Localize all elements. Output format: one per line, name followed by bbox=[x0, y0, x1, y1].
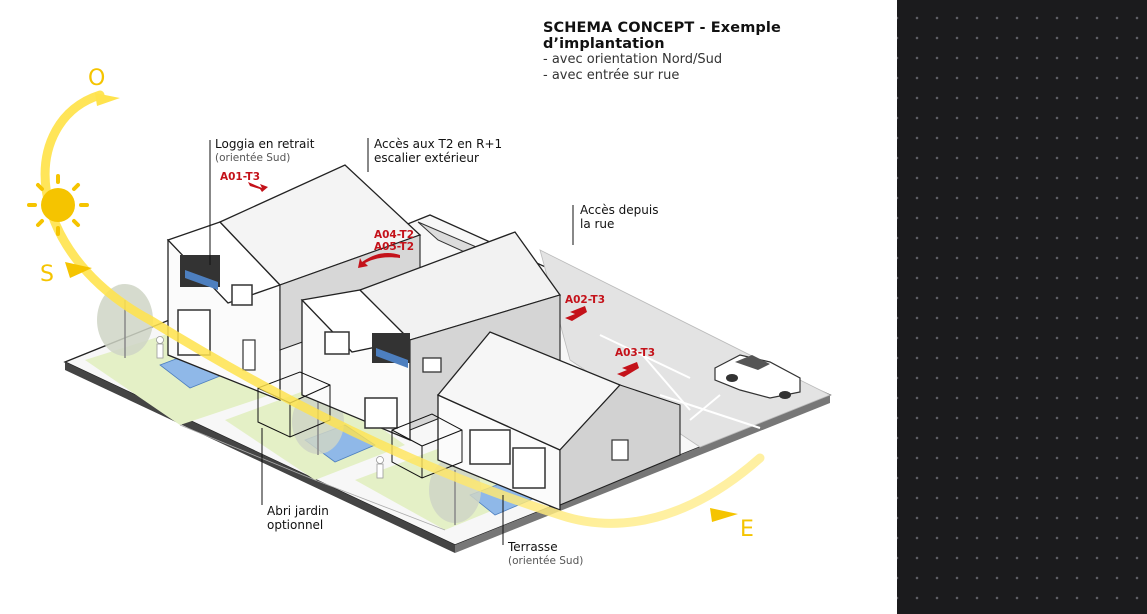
sun-path-arrow-west bbox=[95, 93, 120, 106]
sun-path-arrow-south bbox=[65, 262, 92, 278]
unit-label-a05: A05-T2 bbox=[374, 241, 415, 253]
diagram-canvas: SCHEMA CONCEPT - Exemple d’implantation … bbox=[27, 20, 897, 568]
callout-acces-t2-line2: escalier extérieur bbox=[374, 151, 479, 165]
street-parking bbox=[539, 249, 831, 448]
house-a04-a05 bbox=[300, 231, 562, 441]
unit-label-a03: A03-T3 bbox=[615, 347, 656, 359]
house-a02-a03 bbox=[436, 331, 681, 511]
callout-acces-t2-line1: Accès aux T2 en R+1 bbox=[374, 137, 503, 151]
diagram-title: SCHEMA CONCEPT - Exemple d’implantation bbox=[543, 20, 781, 52]
unit-label-a01: A01-T3 bbox=[220, 171, 261, 183]
callout-terrasse-sub: (orientée Sud) bbox=[508, 555, 584, 567]
callout-leaders bbox=[209, 138, 574, 545]
callout-acces-t2: Accès aux T2 en R+1 escalier extérieur bbox=[374, 137, 502, 165]
callout-abri-line2: optionnel bbox=[267, 518, 324, 532]
callout-acces-rue-line2: la rue bbox=[580, 217, 615, 231]
sun-path-arc bbox=[40, 90, 765, 528]
callout-terrasse: Terrasse (orientée Sud) bbox=[508, 540, 583, 568]
title-block: SCHEMA CONCEPT - Exemple d’implantation … bbox=[543, 20, 897, 84]
dotted-side-panel bbox=[897, 0, 1147, 614]
compass-south: S bbox=[40, 262, 54, 287]
entrance-arrows bbox=[248, 182, 639, 377]
compass-west: O bbox=[88, 66, 106, 91]
title-line-1: - avec orientation Nord/Sud bbox=[543, 52, 723, 67]
title-line-2: - avec entrée sur rue bbox=[543, 68, 680, 83]
callout-loggia-title: Loggia en retrait bbox=[215, 137, 315, 151]
callout-acces-rue: Accès depuis la rue bbox=[580, 203, 658, 231]
sun-path-arrow-east bbox=[710, 508, 738, 522]
callout-loggia-sub: (orientée Sud) bbox=[215, 152, 291, 164]
unit-label-a02: A02-T3 bbox=[565, 294, 606, 306]
callout-acces-rue-line1: Accès depuis bbox=[580, 203, 659, 217]
site-illustration bbox=[27, 90, 832, 553]
people bbox=[156, 336, 384, 479]
compass-east: E bbox=[740, 517, 754, 542]
car bbox=[714, 354, 801, 399]
callout-abri-line1: Abri jardin bbox=[267, 504, 329, 518]
unit-label-a04: A04-T2 bbox=[374, 229, 415, 241]
sun-icon bbox=[27, 174, 89, 236]
callout-terrasse-title: Terrasse bbox=[508, 540, 558, 554]
callout-abri: Abri jardin optionnel bbox=[267, 504, 329, 532]
callout-loggia: Loggia en retrait (orientée Sud) bbox=[215, 137, 314, 165]
